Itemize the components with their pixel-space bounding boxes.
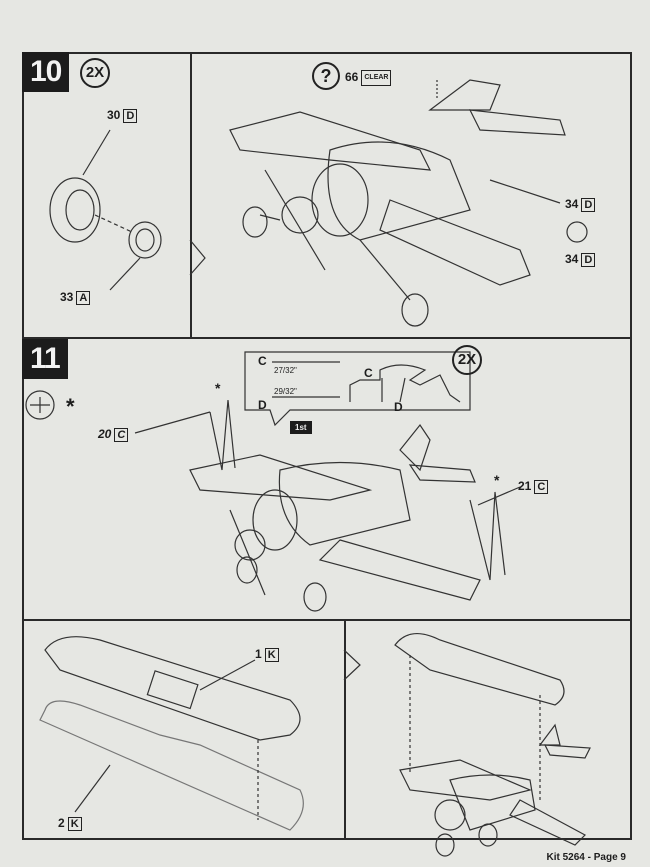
upper-wing-illustration: [39, 636, 304, 831]
instruction-frame: [22, 52, 632, 840]
strut-c-length: 27/32": [274, 366, 297, 375]
page-footer: Kit 5264 - Page 9: [546, 852, 626, 863]
wheel-illustration: [49, 129, 162, 291]
sprue-letter: C: [534, 480, 549, 494]
sprue-letter: K: [264, 648, 279, 662]
divider: [22, 337, 632, 339]
rotate-icon: [566, 221, 588, 243]
step-number: 10: [22, 52, 70, 92]
strut-d-label: D: [258, 398, 267, 412]
sprue-letter: K: [67, 817, 82, 831]
asterisk-note: *: [494, 472, 500, 488]
sprue-letter: D: [123, 109, 138, 123]
sprue-letter: D: [581, 198, 596, 212]
part-number: 30: [107, 108, 121, 122]
divider: [190, 52, 192, 338]
divider: [344, 620, 346, 840]
quantity-badge: 2X: [80, 58, 110, 88]
sprue-letter: C: [114, 428, 129, 442]
strut-d-length: 29/32": [274, 387, 297, 396]
assembled-biplane-illustration: [394, 633, 591, 857]
strut-d-side-label: D: [394, 400, 403, 414]
clear-part-tag: CLEAR: [361, 70, 392, 86]
biplane-illustration-step10: [229, 79, 566, 327]
step-number: 11: [22, 339, 68, 379]
biplane-illustration-step11: [189, 423, 481, 612]
strut-c-side-label: C: [364, 366, 373, 380]
part-number: 1: [255, 647, 262, 661]
part-number: 33: [60, 290, 74, 304]
sprue-letter: D: [581, 253, 596, 267]
sprue-letter: A: [76, 291, 91, 305]
part-number: 21: [518, 479, 532, 493]
asterisk-note: *: [66, 394, 75, 419]
asterisk-note: *: [215, 380, 221, 396]
part-number: 20: [98, 427, 112, 441]
divider: [22, 619, 632, 621]
strut-c-label: C: [258, 354, 267, 368]
rotate-view-icon: [25, 390, 55, 420]
part-number: 2: [58, 816, 65, 830]
quantity-badge: 2X: [452, 345, 482, 375]
part-number: 34: [565, 197, 579, 211]
help-icon: ?: [312, 62, 340, 90]
part-number: 66: [345, 70, 359, 85]
part-number: 34: [565, 252, 579, 266]
first-badge: 1st: [290, 421, 312, 434]
